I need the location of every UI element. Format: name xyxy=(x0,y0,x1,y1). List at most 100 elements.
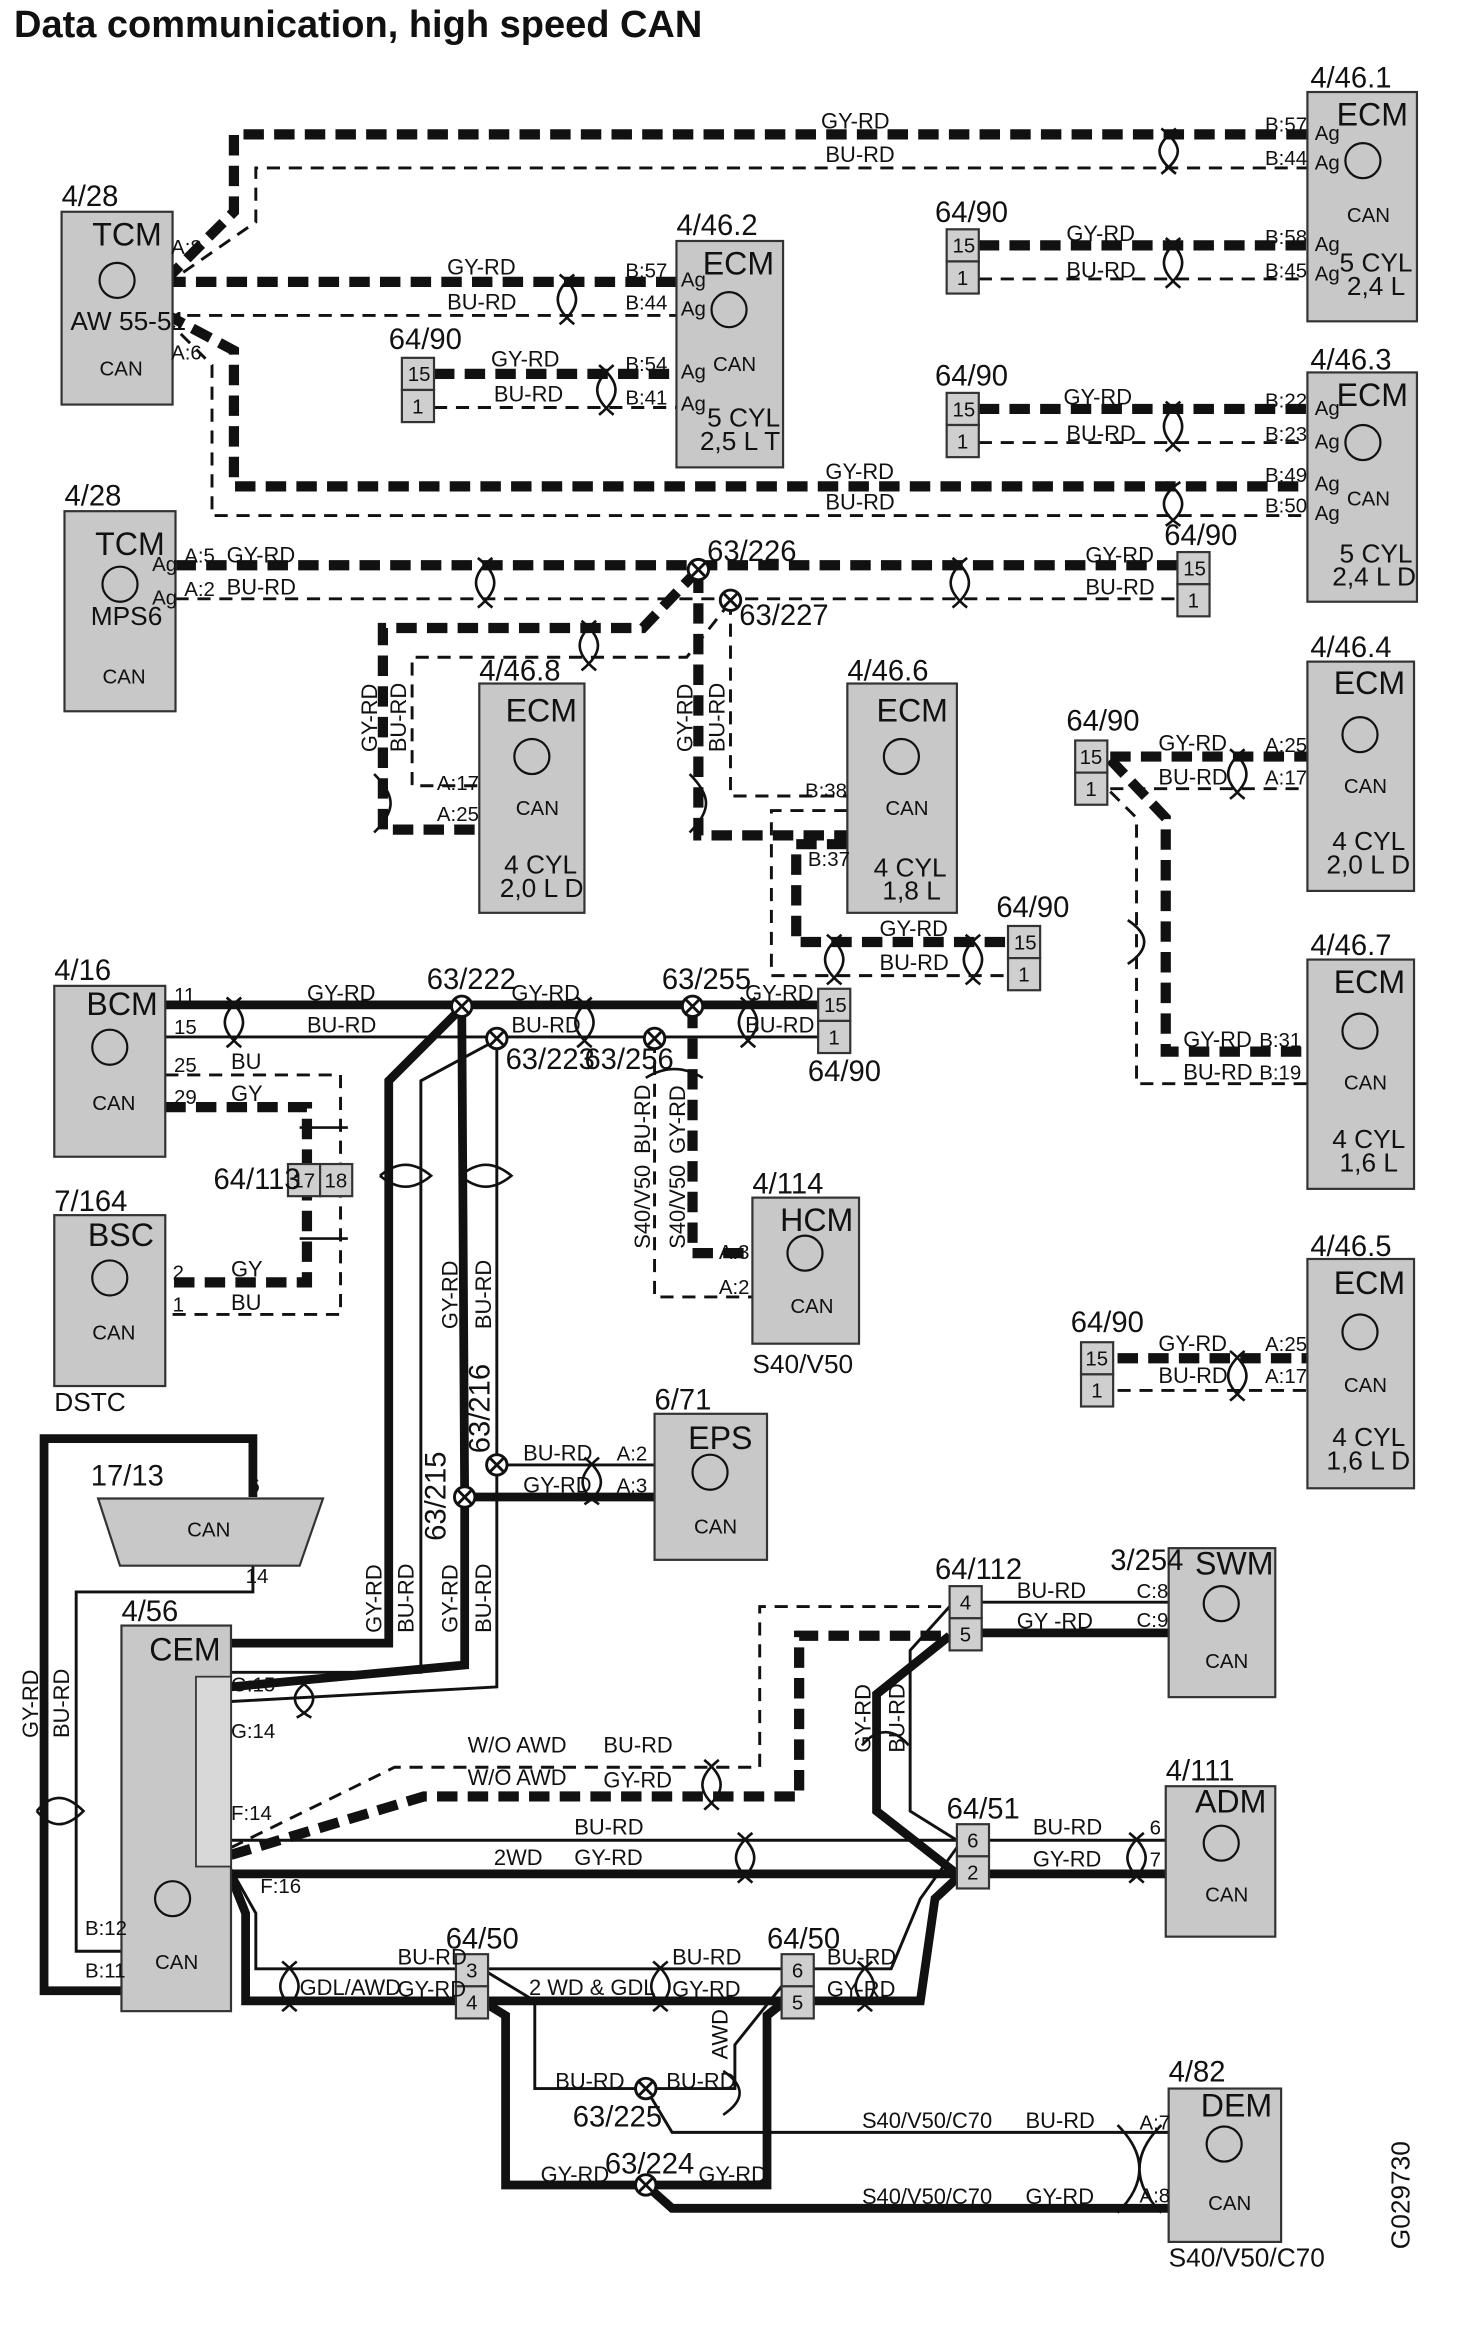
pin-label: Ag xyxy=(1315,473,1340,496)
can-label: CAN xyxy=(155,1951,198,1974)
wire-label: GY-RD xyxy=(437,1564,462,1633)
transistor-icon xyxy=(101,565,139,603)
wire-label: BU-RD xyxy=(745,1013,814,1038)
splice-label: 63/256 xyxy=(584,1044,673,1076)
wire-label: BU-RD xyxy=(511,1013,580,1038)
pin-number: 1 xyxy=(1085,778,1096,801)
module-name: SWM xyxy=(1195,1545,1274,1581)
module-line2: 2,4 L D xyxy=(1332,562,1416,592)
wire-label: W/O AWD xyxy=(468,1733,567,1758)
twist-marker xyxy=(578,619,600,672)
pin-number: 15 xyxy=(953,398,976,421)
twist-marker xyxy=(574,996,595,1049)
wire-label: GY xyxy=(231,1081,263,1106)
wire-label: 2 WD & GDL xyxy=(529,1975,656,2000)
module-name: CEM xyxy=(149,1632,220,1668)
wire-gyrd-ecm468 xyxy=(377,566,703,835)
connector-64-51: 6 2 xyxy=(955,1823,991,1890)
twist-marker xyxy=(1162,237,1184,289)
can-label: CAN xyxy=(92,1092,135,1115)
wire-label: BU-RD xyxy=(227,574,296,599)
splice-63-226 xyxy=(686,557,711,582)
wire-gyrd-216-cem xyxy=(230,1007,470,1692)
transistor-icon xyxy=(513,737,551,776)
transistor-icon xyxy=(1344,142,1382,180)
twist-marker xyxy=(1162,480,1184,527)
wire-label: W/O AWD xyxy=(468,1765,567,1790)
wire-label: S40/V50/C70 xyxy=(862,2184,992,2209)
wire-label: BU-RD xyxy=(398,1944,467,1969)
wire-label: GY-RD xyxy=(1066,221,1135,246)
splice-63-255 xyxy=(680,994,705,1018)
connector-64-50-right: 6 5 xyxy=(780,1953,815,2020)
wire-gyrd-dlc xyxy=(39,1434,258,1996)
splice-label: 63/223 xyxy=(506,1044,595,1076)
pin-label: Ag xyxy=(681,360,706,383)
wire-label: GY-RD xyxy=(821,109,890,134)
pin-label: A:7 xyxy=(1139,2111,1170,2134)
wire-label: GY-RD xyxy=(523,1473,592,1498)
transistor-icon xyxy=(91,1028,129,1066)
pin-label: A:25 xyxy=(1265,1333,1307,1356)
wire-label: BU-RD xyxy=(471,1260,496,1329)
connector-64-90-e: 15 1 xyxy=(1074,739,1109,806)
connector-ref: 64/90 xyxy=(808,1056,881,1088)
wire-gyrd-6412-6451 xyxy=(872,1632,960,1878)
splice-63-223 xyxy=(485,1026,509,1051)
wire-label: BU-RD xyxy=(827,1944,896,1969)
pin-label: B:54 xyxy=(625,353,667,376)
pin-label: Ag xyxy=(1315,151,1340,174)
wire-gyrd-hcm xyxy=(687,1007,753,1259)
pin-label: C:9 xyxy=(1137,1609,1169,1632)
pin-number: 15 xyxy=(1014,931,1037,954)
pin-number: 1 xyxy=(828,1026,839,1049)
wire-gyrd-ecm466 xyxy=(693,572,848,841)
pin-number: 2 xyxy=(967,1862,978,1885)
tcm-module-mps6: TCM MPS6 CAN xyxy=(63,510,177,713)
module-ref: 4/114 xyxy=(752,1168,823,1200)
module-sub: MPS6 xyxy=(91,601,163,631)
wire-label: GY-RD xyxy=(18,1669,43,1738)
can-label: CAN xyxy=(713,353,756,376)
wire-label: GY-RD xyxy=(357,684,382,753)
transistor-icon xyxy=(153,1880,192,1918)
module-ref: 4/46.1 xyxy=(1310,63,1391,95)
diagram-title: Data communication, high speed CAN xyxy=(14,4,703,46)
wire-label: BU-RD xyxy=(49,1669,74,1738)
wire-label: GY-RD xyxy=(827,1977,896,2002)
wire-label: GY-RD xyxy=(603,1768,672,1793)
twist-marker xyxy=(556,273,578,326)
transistor-icon xyxy=(1341,1012,1379,1050)
wire-gyrd-dem xyxy=(642,2181,1169,2213)
wire-label: BU-RD xyxy=(825,490,894,515)
wire-label: BU-RD xyxy=(386,683,411,752)
pin-number: 4 xyxy=(960,1592,971,1615)
connector-ref: 64/90 xyxy=(996,892,1069,924)
pin-label: B:45 xyxy=(1265,260,1307,283)
pin-label: B:31 xyxy=(1259,1029,1301,1052)
connector-ref: 64/90 xyxy=(1071,1307,1144,1339)
connector-64-90-d: 15 1 xyxy=(1176,550,1211,618)
can-label: CAN xyxy=(790,1295,833,1318)
transistor-icon xyxy=(710,291,748,329)
splice-63-225 xyxy=(634,2076,658,2101)
pin-label: C:8 xyxy=(1137,1580,1169,1603)
ecm-module-4-46-7: ECM CAN 4 CYL 1,6 L xyxy=(1306,958,1416,1190)
wire-label: GY-RD xyxy=(698,2162,767,2187)
bsc-module: BSC CAN xyxy=(53,1214,167,1388)
wire-gyrd-ecm466-6490 xyxy=(791,839,1009,948)
adm-module: ADM CAN xyxy=(1164,1784,1277,1938)
pin-label: 15 xyxy=(174,1016,197,1039)
wire-label: BU-RD xyxy=(879,950,948,975)
pin-label: A:25 xyxy=(437,803,479,826)
wire-label: GY-RD xyxy=(1085,542,1154,567)
wire-burd-dlc xyxy=(74,1565,255,1953)
splice-label: 63/215 xyxy=(421,1452,453,1541)
wire-label: GY-RD xyxy=(437,1261,462,1330)
splice-63-224 xyxy=(634,2173,658,2197)
splice-63-215 xyxy=(453,1485,477,1509)
twist-marker xyxy=(596,364,617,416)
module-ref: 3/254 xyxy=(1110,1545,1183,1577)
wire-burd-6412-6451 xyxy=(908,1605,958,1842)
